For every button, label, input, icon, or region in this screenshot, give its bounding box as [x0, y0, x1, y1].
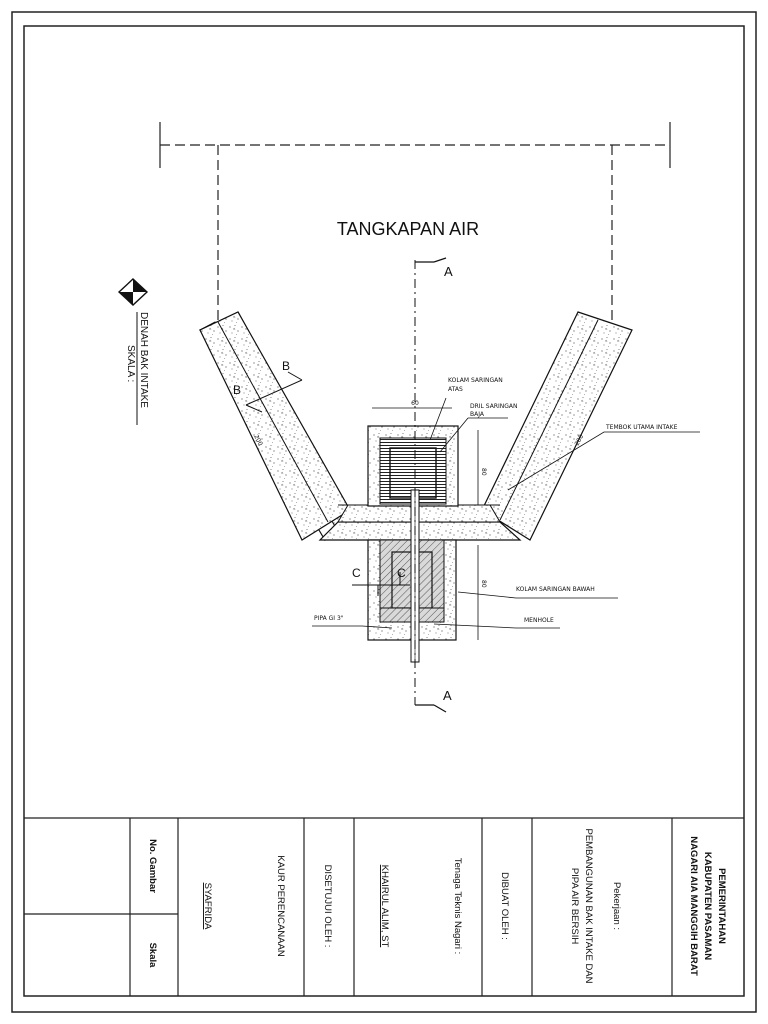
section-c-label-2: C — [397, 566, 406, 580]
tb-made-by: DIBUAT OLEH : — [499, 872, 510, 940]
label-kolam-atas-2: ATAS — [448, 386, 463, 393]
section-a-top-marker — [415, 257, 447, 263]
section-c-label-1: C — [352, 566, 361, 580]
dim-upper-height: 80 — [480, 468, 487, 476]
upper-filter-media — [379, 437, 447, 505]
section-b-marker — [245, 371, 303, 413]
main-intake-wall — [318, 521, 522, 541]
tb-planner-name: SYAFRIDA — [202, 883, 213, 930]
label-dril-1: DRIL SARINGAN — [470, 403, 518, 410]
north-marker-icon — [117, 278, 149, 306]
title-block — [24, 817, 744, 996]
label-tembok: TEMBOK UTAMA INTAKE — [605, 424, 678, 431]
catchment-boundary — [160, 144, 670, 320]
tb-owner-1: PEMERINTAHAN — [716, 868, 727, 944]
inner-frame — [23, 25, 745, 997]
tb-planner-label: KAUR PERENCANAAN — [275, 855, 286, 956]
label-menhole: MENHOLE — [524, 617, 554, 624]
tb-owner-2: KABUPATEN PASAMAN — [702, 852, 713, 960]
dim-lower-height: 80 — [480, 580, 487, 588]
label-kolam-atas-1: KOLAM SARINGAN — [448, 377, 503, 384]
tb-tech-label: Tenaga Teknis Nagari : — [452, 858, 463, 954]
section-a-bottom-marker — [415, 704, 447, 713]
left-wing-inner-line — [217, 321, 329, 523]
outer-frame — [11, 11, 757, 1013]
leader-lines — [312, 397, 700, 629]
tb-job-1: PEMBANGUNAN BAK INTAKE DAN — [583, 828, 594, 983]
plan-title: TANGKAPAN AIR — [337, 219, 479, 239]
tb-job-label: Pekerjaan : — [611, 882, 622, 930]
plan-caption-title: DENAH BAK INTAKE — [138, 312, 149, 408]
label-kolam-bawah: KOLAM SARINGAN BAWAH — [516, 586, 595, 593]
label-pipa: PIPA GI 3" — [314, 615, 344, 622]
tb-tech-name: KHAIRUL ALIM, ST — [379, 865, 390, 948]
dim-top-width: 60 — [411, 400, 419, 407]
right-wing-inner-line — [499, 319, 599, 521]
section-b-label-2: B — [233, 383, 241, 397]
boundary-ticks — [159, 122, 671, 168]
tb-no-gambar: No. Gambar — [147, 839, 158, 893]
tb-skala: Skala — [147, 943, 158, 969]
section-c-marker — [352, 572, 410, 596]
tb-approved-by: DISETUJUI OLEH : — [322, 865, 333, 948]
dim-left-wing: 200 — [252, 434, 264, 448]
plan-caption-scale: SKALA : — [125, 345, 136, 382]
section-b-label-1: B — [282, 359, 290, 373]
label-dril-2: BAJA — [470, 411, 485, 418]
dim-right-wing: 200 — [574, 433, 586, 447]
tb-owner-3: NAGARI AIA MANGGIH BARAT — [688, 836, 699, 976]
section-a-top-label: A — [444, 264, 453, 279]
tb-job-2: PIPA AIR BERSIH — [569, 868, 580, 945]
section-a-bottom-label: A — [443, 688, 452, 703]
